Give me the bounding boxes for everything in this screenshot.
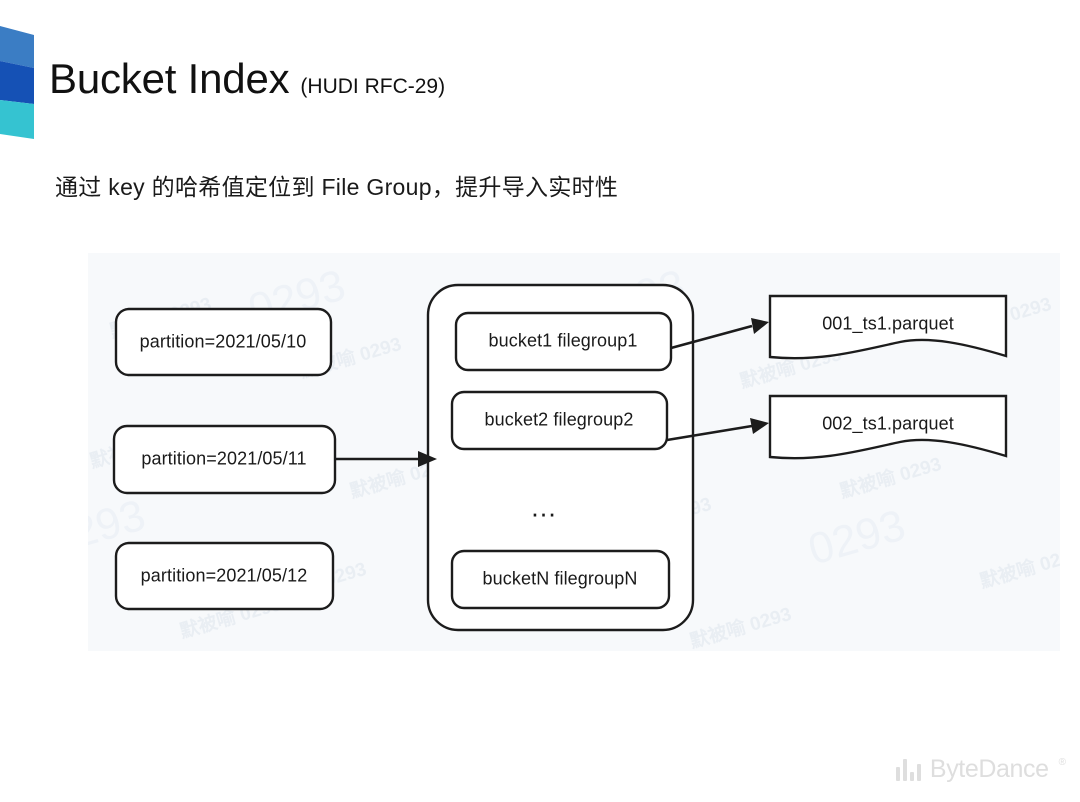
- bucket-label: bucket1 filegroup1: [488, 330, 638, 351]
- watermark-text: 默被喻 0293: [297, 333, 404, 383]
- bucket-label: bucketN filegroupN: [482, 568, 638, 589]
- subtitle-text: 通过 key 的哈希值定位到 File Group，提升导入实时性: [55, 174, 619, 200]
- watermark-number: 0293: [88, 490, 151, 565]
- watermark-number: 0293: [243, 260, 351, 335]
- watermark-text: 默被喻 0293: [177, 593, 284, 643]
- watermark-number: 0293: [583, 260, 691, 335]
- watermark-text: 默被喻 0293: [947, 293, 1054, 343]
- logo-wordmark: ByteDance: [929, 755, 1049, 783]
- watermark-text: 默被喻 0293: [687, 603, 794, 651]
- partition-label: partition=2021/05/10: [139, 331, 307, 352]
- parquet-file-label: 001_ts1.parquet: [822, 313, 954, 334]
- watermark-text: 默被喻 0293: [737, 343, 844, 393]
- bucket-label: bucket2 filegroup2: [484, 409, 634, 430]
- bytedance-logo: ByteDance ®: [895, 755, 1066, 784]
- watermark-text: 默被喻 0293: [977, 543, 1060, 593]
- page-title: Bucket Index: [49, 55, 290, 102]
- watermark-text: 默被喻 0293: [347, 453, 454, 503]
- partition-label: partition=2021/05/12: [140, 565, 308, 586]
- watermark-text: 默被喻 0293: [607, 493, 714, 543]
- watermark-text: 默被喻 0293: [837, 453, 944, 503]
- title-row: Bucket Index (HUDI RFC-29): [49, 58, 445, 100]
- bar-chart-icon: [895, 758, 921, 781]
- parquet-file-label: 002_ts1.parquet: [822, 413, 954, 434]
- watermark-number: 0293: [803, 500, 911, 575]
- page-title-suffix: (HUDI RFC-29): [300, 75, 446, 98]
- logo-trademark: ®: [1058, 757, 1066, 768]
- brand-chevron-icon: [0, 26, 34, 139]
- bucket-ellipsis: …: [530, 492, 560, 523]
- partition-label: partition=2021/05/11: [141, 448, 307, 469]
